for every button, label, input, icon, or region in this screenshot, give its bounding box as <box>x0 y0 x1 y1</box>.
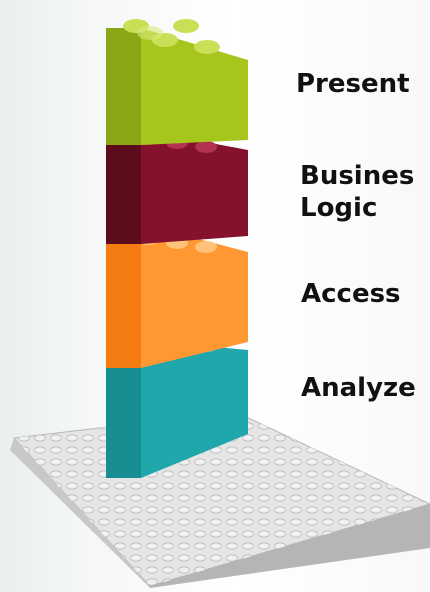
layer-label-access: Access <box>301 278 401 310</box>
baseplate-front-right <box>150 504 430 588</box>
layer-label-analyze-line-1: Analyze <box>301 373 416 403</box>
layer-label-business-logic: Busines Logic <box>300 160 414 224</box>
brick-access <box>106 224 248 368</box>
brick-business <box>106 130 248 244</box>
layer-label-access-line-1: Access <box>301 279 401 309</box>
layer-label-present-line-1: Present <box>296 69 410 99</box>
layer-label-present: Present <box>296 68 410 100</box>
baseplate-front-left <box>10 438 150 588</box>
layer-label-business-line-2: Logic <box>300 193 378 223</box>
brick-present <box>106 19 248 145</box>
layer-label-analyze: Analyze <box>301 372 416 404</box>
layer-label-business-line-1: Busines <box>300 161 415 191</box>
